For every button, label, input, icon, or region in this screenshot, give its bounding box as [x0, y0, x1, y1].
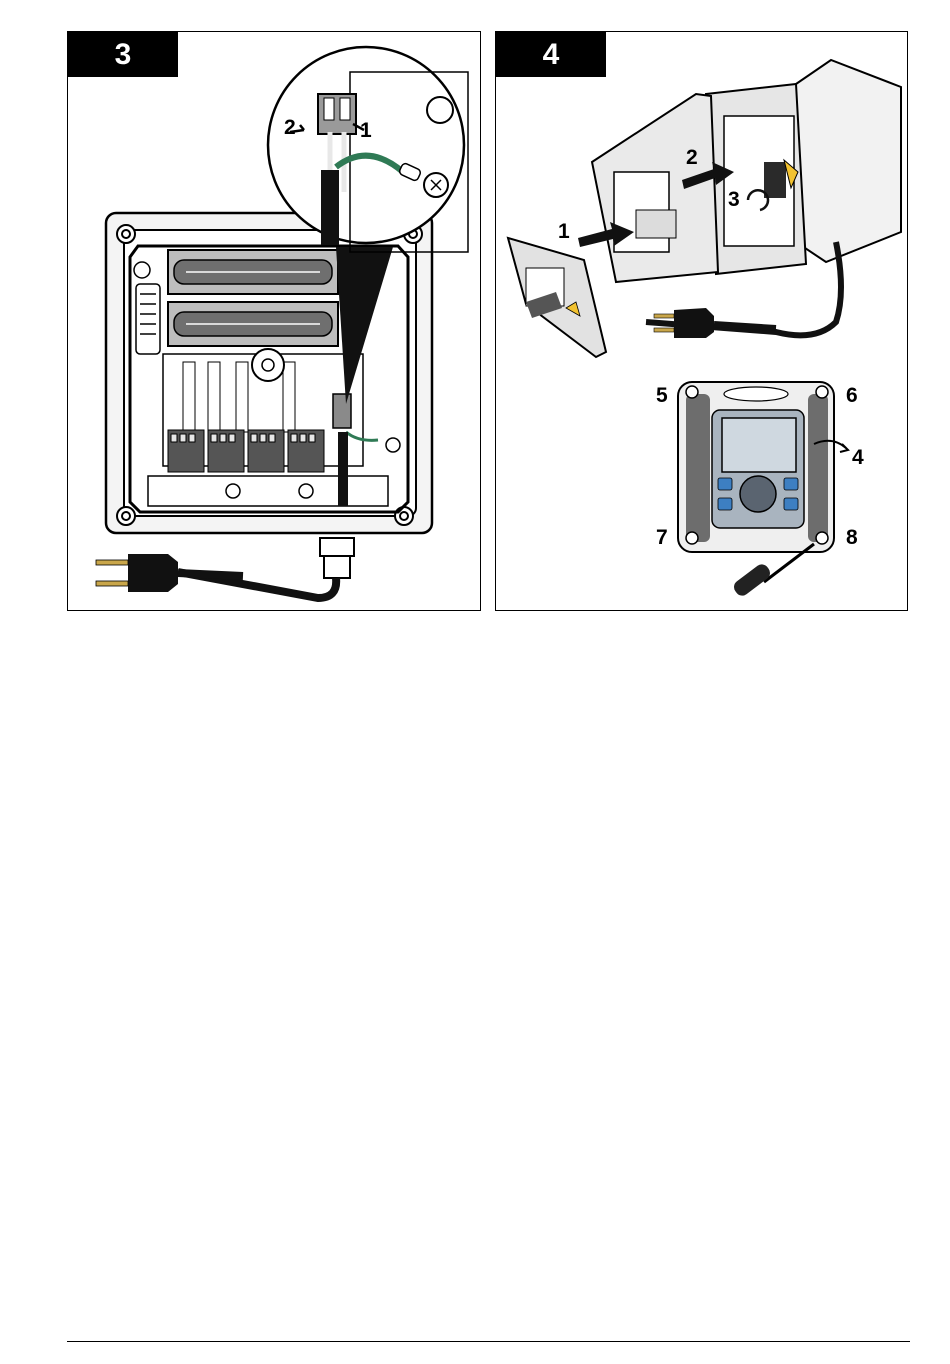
controller-assembly-illustration: 1 2 3 5 6 4 — [496, 32, 907, 610]
enclosure-wiring-illustration: 2 1 — [68, 32, 480, 610]
callout-5: 5 — [656, 384, 668, 407]
callout-2: 2 — [284, 116, 296, 139]
page-footer-rule — [67, 1341, 910, 1342]
callout-1: 1 — [360, 119, 372, 142]
step-4-figure-panel: 4 — [495, 31, 908, 611]
callout-7: 7 — [656, 526, 668, 549]
callout-3: 3 — [728, 188, 740, 211]
controller-door — [592, 94, 718, 282]
callout-6: 6 — [846, 384, 858, 407]
callout-4: 4 — [852, 446, 864, 469]
power-plug-icon — [96, 554, 243, 592]
callout-2: 2 — [686, 146, 698, 169]
power-board-module — [508, 238, 606, 357]
callout-8: 8 — [846, 526, 858, 549]
step-3-figure-panel: 3 — [67, 31, 481, 611]
callout-1: 1 — [558, 220, 570, 243]
cable-gland — [178, 538, 354, 598]
controller-front-panel — [678, 382, 848, 552]
controller-screen — [722, 418, 796, 472]
